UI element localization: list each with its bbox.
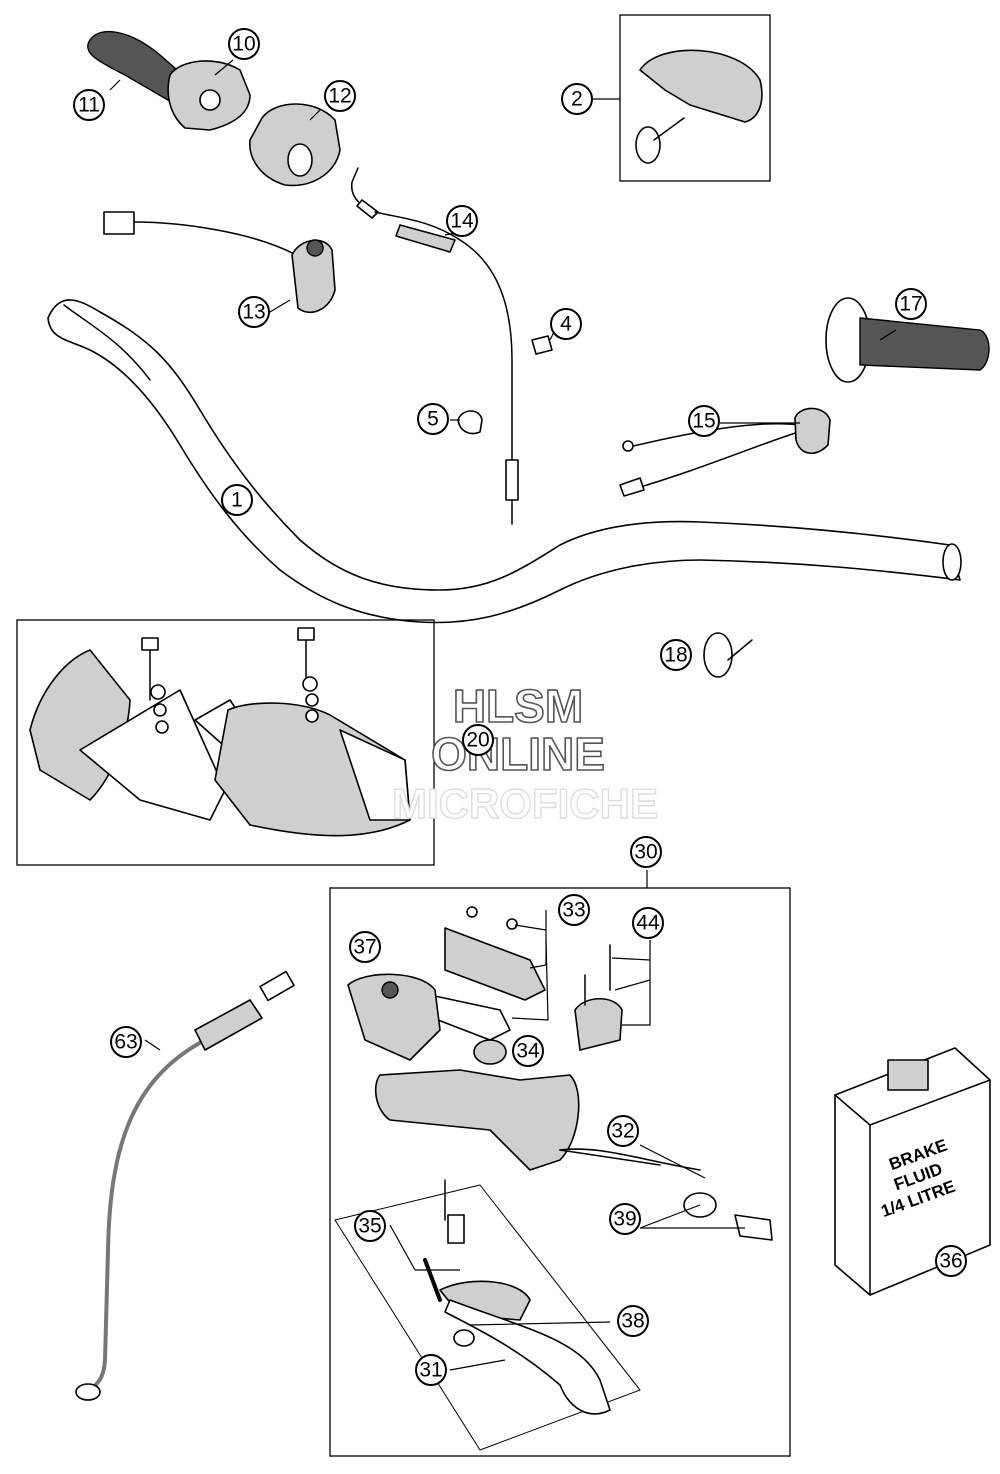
diaphragm bbox=[473, 1039, 507, 1065]
callout-37: 37 bbox=[349, 931, 381, 963]
handlebar bbox=[47, 299, 962, 624]
cable-clip bbox=[457, 410, 483, 435]
svg-text:39: 39 bbox=[613, 1208, 636, 1231]
callout-11: 11 bbox=[73, 89, 105, 121]
cable-assembly bbox=[350, 167, 519, 525]
clamp bbox=[574, 944, 623, 1051]
svg-text:5: 5 bbox=[427, 408, 439, 431]
svg-text:63: 63 bbox=[114, 1031, 137, 1054]
callout-1: 1 bbox=[221, 484, 253, 516]
svg-text:15: 15 bbox=[692, 410, 715, 433]
callout-14: 14 bbox=[446, 205, 478, 237]
svg-text:37: 37 bbox=[353, 936, 376, 959]
svg-text:32: 32 bbox=[611, 1120, 634, 1143]
callout-63: 63 bbox=[110, 1026, 142, 1058]
svg-text:4: 4 bbox=[560, 313, 572, 336]
watermark-line3: MICROFICHE bbox=[392, 780, 658, 827]
callout-12: 12 bbox=[324, 80, 356, 112]
callout-2: 2 bbox=[561, 83, 593, 115]
callout-4: 4 bbox=[550, 308, 582, 340]
svg-text:18: 18 bbox=[664, 644, 687, 667]
svg-text:30: 30 bbox=[634, 841, 657, 864]
throttle-grip bbox=[87, 30, 251, 131]
callout-20: 20 bbox=[462, 724, 494, 756]
svg-text:31: 31 bbox=[419, 1359, 442, 1382]
svg-text:34: 34 bbox=[516, 1040, 540, 1063]
callout-39: 39 bbox=[609, 1203, 641, 1235]
brake-assembly-box bbox=[329, 887, 791, 1457]
cable-tie bbox=[703, 632, 753, 678]
callout-15: 15 bbox=[688, 405, 720, 437]
cap-nut bbox=[531, 335, 553, 355]
svg-text:2: 2 bbox=[571, 88, 583, 111]
svg-text:36: 36 bbox=[939, 1250, 962, 1273]
throttle-cover bbox=[249, 103, 341, 187]
leader-lines bbox=[109, 59, 897, 1371]
callout-10: 10 bbox=[228, 28, 260, 60]
callout-17: 17 bbox=[895, 288, 927, 320]
kill-switch bbox=[103, 211, 336, 314]
start-switch bbox=[619, 407, 831, 497]
callout-38: 38 bbox=[617, 1305, 649, 1337]
callout-30: 30 bbox=[630, 836, 662, 868]
svg-text:35: 35 bbox=[358, 1215, 381, 1238]
brake-hose bbox=[75, 970, 295, 1401]
svg-text:11: 11 bbox=[78, 94, 100, 117]
callout-36: 36 bbox=[935, 1245, 967, 1277]
svg-text:12: 12 bbox=[328, 85, 351, 108]
svg-text:44: 44 bbox=[636, 912, 660, 935]
svg-text:13: 13 bbox=[242, 301, 265, 324]
brake-lever bbox=[334, 1179, 641, 1451]
callout-13: 13 bbox=[238, 296, 270, 328]
svg-text:33: 33 bbox=[562, 899, 585, 922]
svg-text:1: 1 bbox=[231, 489, 243, 512]
brake-cover bbox=[347, 973, 441, 1061]
bar-pad-cover bbox=[635, 49, 763, 164]
watermark-line2: ONLINE bbox=[431, 728, 605, 780]
cover-box bbox=[619, 14, 771, 182]
callout-32: 32 bbox=[607, 1115, 639, 1147]
watermark: HLSM ONLINE MICROFICHE bbox=[391, 679, 658, 828]
svg-text:38: 38 bbox=[621, 1310, 644, 1333]
callout-44: 44 bbox=[632, 907, 664, 939]
watermark-line1: HLSM bbox=[453, 680, 583, 732]
callout-34: 34 bbox=[512, 1035, 544, 1067]
callout-18: 18 bbox=[660, 639, 692, 671]
svg-text:10: 10 bbox=[232, 33, 255, 56]
callout-33: 33 bbox=[558, 894, 590, 926]
callout-31: 31 bbox=[415, 1354, 447, 1386]
svg-text:17: 17 bbox=[899, 293, 922, 316]
brake-fluid-bottle: BRAKE FLUID 1/4 LITRE bbox=[834, 1047, 991, 1296]
callout-35: 35 bbox=[354, 1210, 386, 1242]
handguard-box bbox=[16, 619, 435, 866]
left-grip bbox=[825, 297, 990, 383]
master-cylinder bbox=[374, 1069, 773, 1241]
svg-text:20: 20 bbox=[466, 729, 489, 752]
svg-text:14: 14 bbox=[450, 210, 474, 233]
hand-guards bbox=[29, 627, 411, 837]
callout-5: 5 bbox=[417, 403, 449, 435]
